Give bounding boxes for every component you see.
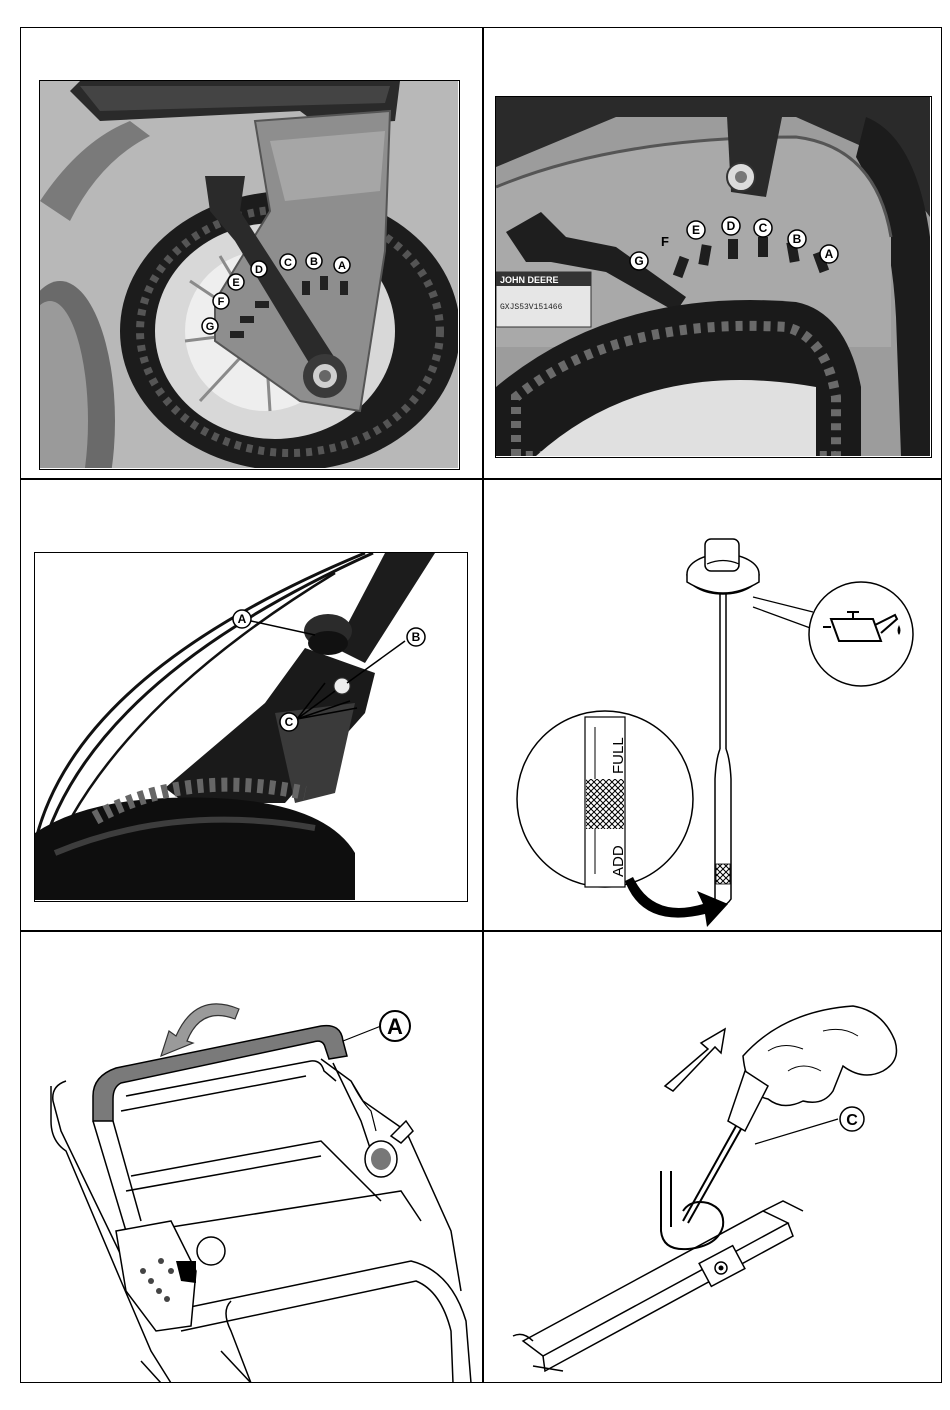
- panel-rear-wheel-height: JOHN DEERE GXJS53V151466 A B C D E F G: [483, 28, 943, 478]
- callout-g: G: [634, 254, 643, 268]
- callout-c: C: [846, 1112, 858, 1129]
- callout-a: A: [387, 1014, 403, 1039]
- panel-front-wheel-height: A B C D E F G: [21, 28, 482, 478]
- photo-front-wheel: A B C D E F G: [39, 80, 460, 470]
- callout-e: E: [232, 277, 239, 289]
- callout-g: G: [206, 321, 215, 333]
- callout-e: E: [692, 223, 700, 237]
- callout-b: B: [793, 232, 802, 246]
- photo-handle-knob: A B C: [34, 552, 468, 902]
- callout-d: D: [727, 219, 736, 233]
- callout-c: C: [284, 257, 292, 269]
- engine-label-serial: GXJS53V151466: [500, 303, 563, 312]
- callout-f: F: [218, 296, 225, 308]
- callout-a: A: [238, 612, 247, 626]
- callout-f: F: [661, 234, 669, 249]
- up-arrow-icon: [665, 1029, 725, 1091]
- callout-a: A: [825, 247, 834, 261]
- dipstick-full-mark: FULL: [610, 737, 627, 774]
- callout-c: C: [285, 715, 294, 729]
- callout-b: B: [310, 256, 318, 268]
- panel-tool-removal: C: [483, 931, 943, 1383]
- curved-arrow-icon: [625, 877, 728, 927]
- photo-rear-wheel: JOHN DEERE GXJS53V151466 A B C D E F G: [495, 96, 932, 458]
- panel-oil-dipstick: FULL ADD: [483, 479, 943, 930]
- engine-label-brand: JOHN DEERE: [500, 275, 559, 285]
- callout-d: D: [255, 264, 263, 276]
- panel-fold-handle: A: [21, 931, 482, 1383]
- instruction-sheet: A B C D E F G: [20, 27, 942, 1383]
- callout-c: C: [759, 221, 768, 235]
- panel-handle-knob: A B C: [21, 479, 482, 930]
- callout-b: B: [412, 630, 421, 644]
- callout-a: A: [338, 260, 346, 272]
- dipstick-add-mark: ADD: [610, 845, 627, 877]
